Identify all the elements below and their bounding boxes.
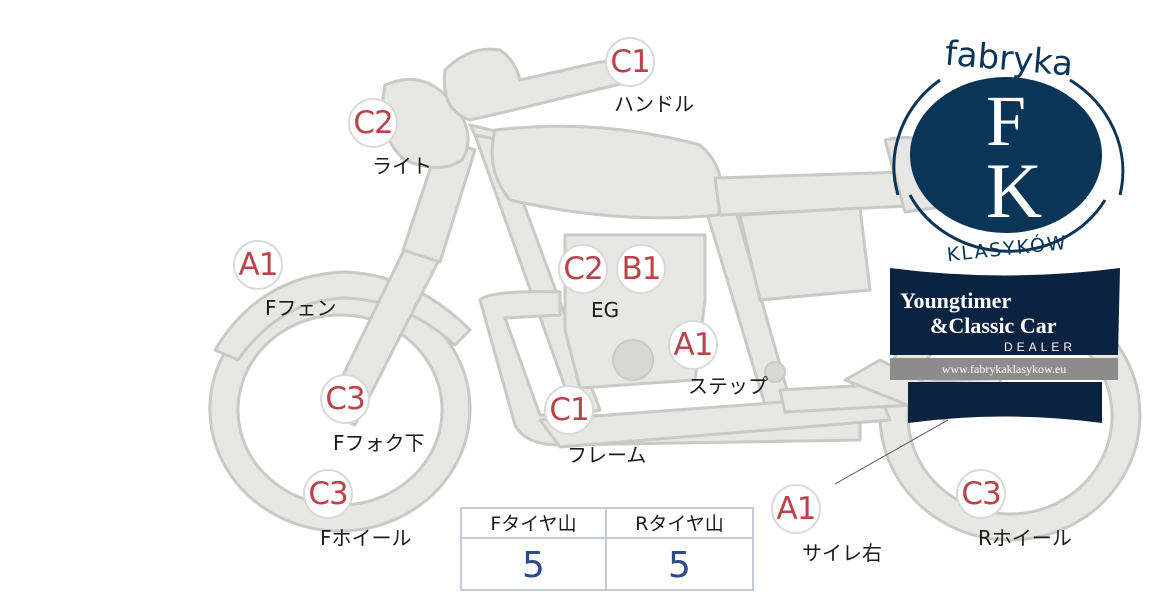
engine-label: EG [591, 298, 620, 322]
frame-grade-badge: C1 [544, 385, 594, 435]
engine-grade-badge-2: B1 [616, 244, 666, 294]
footpeg [764, 361, 786, 383]
tire-tread-table: Fタイヤ山 Rタイヤ山 5 5 [460, 507, 754, 591]
logo-lower-banner [908, 382, 1102, 423]
muffler-right-label: サイレ右 [802, 541, 882, 565]
logo-navy-disc [910, 77, 1102, 233]
rear-wheel-grade-badge: C3 [956, 469, 1006, 519]
step-label: ステップ [688, 374, 768, 398]
front-fender-grade-badge: A1 [233, 240, 283, 290]
engine-grade-badge-1: C2 [558, 244, 608, 294]
light-label: ライト [372, 154, 432, 178]
front-tire-header: Fタイヤ山 [462, 509, 607, 539]
handle-grade-badge: C1 [605, 37, 655, 87]
front-fork-lower-label: Fフォク下 [333, 431, 425, 455]
logo-banner-line1: Youngtimer [900, 288, 1011, 313]
rear-tire-value: 5 [668, 545, 691, 586]
logo-url-bar [890, 358, 1118, 380]
front-fender-label: Fフェン [265, 296, 337, 320]
exhaust-pipe [478, 290, 862, 447]
muffler-right-grade-badge: A1 [771, 484, 821, 534]
logo-bottom-text: KLASYKÓW [946, 230, 1069, 267]
front-wheel-label: Fホイール [320, 526, 412, 550]
front-wheel-grade-badge: C3 [303, 469, 353, 519]
rear-tire-header: Rタイヤ山 [607, 509, 752, 539]
logo-top-text: fabryka [943, 34, 1074, 85]
light-grade-badge: C2 [348, 98, 398, 148]
rear-wheel-label: Rホイール [978, 526, 1072, 550]
handlebar [442, 47, 647, 122]
logo-banner-line3: DEALER [1004, 340, 1076, 354]
front-fork-lower-grade-badge: C3 [320, 374, 370, 424]
logo-letter-f: F [986, 81, 1026, 161]
step-grade-badge: A1 [668, 320, 718, 370]
frame-label: フレーム [567, 443, 647, 467]
logo-url-text: www.fabrykaklasykow.eu [942, 362, 1066, 376]
logo-banner [890, 268, 1120, 355]
muffler-pointer-line [834, 419, 949, 485]
engine-case-cover [612, 339, 654, 381]
fabryka-klasykow-logo: fabryka F K KLASYKÓW Youngtimer &Classic… [890, 34, 1125, 423]
logo-letter-k: K [986, 147, 1042, 234]
front-tire-value: 5 [462, 539, 607, 589]
side-cover [738, 206, 872, 302]
logo-banner-line2: &Classic Car [930, 313, 1057, 338]
fuel-tank [490, 124, 723, 220]
handle-label: ハンドル [614, 92, 694, 116]
